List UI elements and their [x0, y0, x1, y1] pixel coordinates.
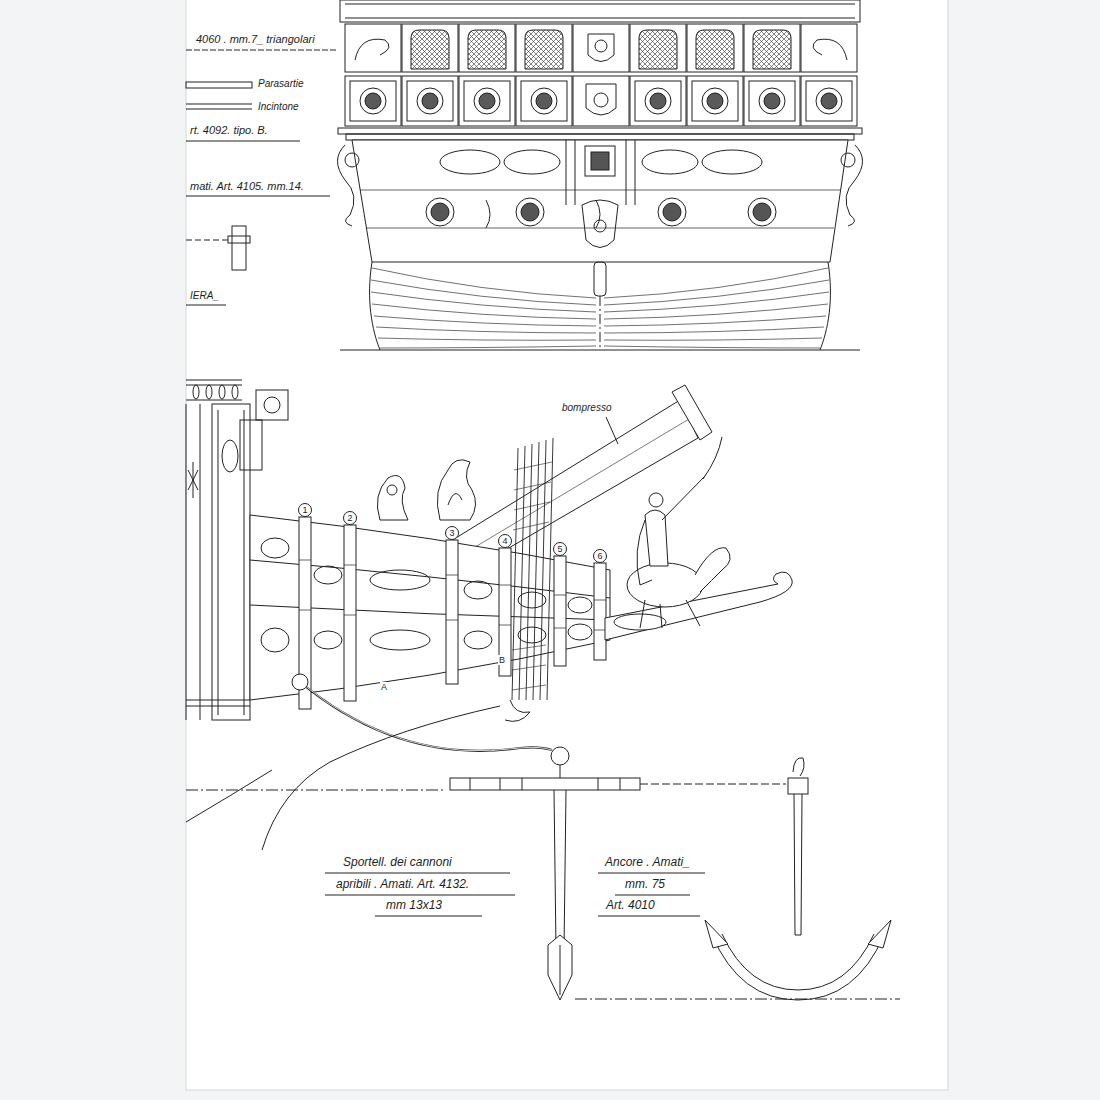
stern-view — [338, 0, 863, 350]
callout-number: 4 — [498, 534, 512, 548]
part-note: mati. Art. 4105. mm.14. — [190, 180, 304, 193]
part-legend-marks — [186, 50, 336, 305]
label-underlines — [325, 873, 705, 916]
part-letter: A — [380, 682, 388, 692]
part-note: apribili . Amati. Art. 4132. — [336, 878, 469, 892]
callout-number: 1 — [298, 503, 312, 517]
part-name: Parasartie — [258, 78, 304, 90]
part-note: mm. 75 — [625, 878, 665, 892]
bow-side-view — [186, 380, 792, 850]
part-name: bompresso — [562, 402, 611, 414]
part-note: rt. 4092. tipo. B. — [190, 124, 268, 137]
part-note: mm 13x13 — [386, 899, 442, 913]
part-note: 4060 . mm.7_ triangolari — [196, 33, 315, 46]
part-letter: B — [498, 655, 506, 665]
paper-sheet — [186, 0, 948, 1090]
callout-number: 5 — [553, 542, 567, 556]
callout-number: 2 — [343, 511, 357, 525]
part-note: Sportell. dei cannoni — [343, 856, 452, 870]
callout-number: 6 — [593, 549, 607, 563]
part-note: IERA_ — [190, 290, 219, 302]
callout-number: 3 — [445, 526, 459, 540]
part-note: Art. 4010 — [606, 899, 655, 913]
part-note: Ancore . Amati_ — [605, 856, 690, 870]
anchors — [450, 747, 900, 1000]
part-name: Incintone — [258, 101, 299, 113]
